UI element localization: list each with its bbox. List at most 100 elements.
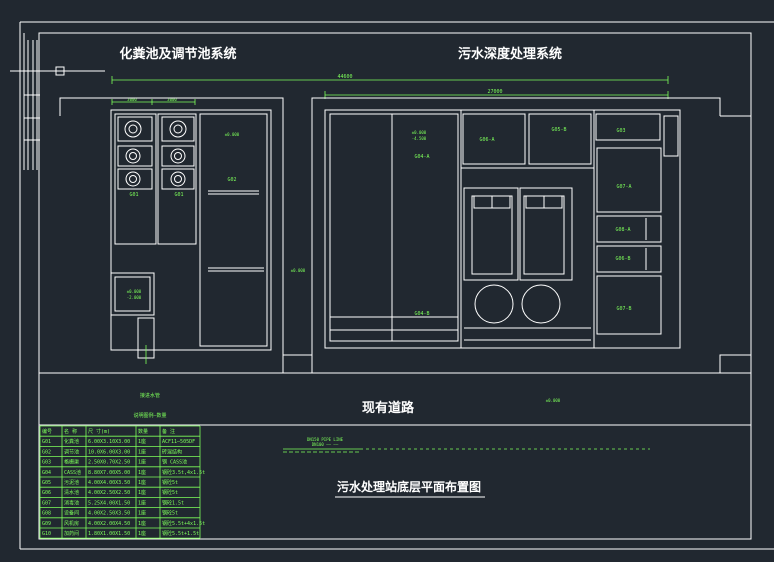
table-cell: 1座 [138,510,146,517]
table-cell: 1座 [138,520,146,527]
label-g01-right: G01 [174,192,183,198]
table-cell: G09 [42,521,51,527]
table-cell: 钢 CASS池 [162,459,187,466]
label-g08-a: G08-A [615,227,630,233]
table-cell: 2.50X0.70X2.50 [88,460,130,466]
table-cell: 钢砼5t [162,510,178,517]
table-cell: 砖混结构 [162,448,182,455]
g04a-elev-1: ±0.000 [412,130,427,135]
table-cell: G06 [42,490,51,496]
table-header-cell: 编号 [42,428,52,435]
table-cell: 1座 [138,499,146,506]
table-cell: 1座 [138,448,146,455]
cad-cursor-crosshair [10,33,105,170]
label-g07-a: G07-A [616,184,631,190]
table-cell: 风机房 [64,520,79,527]
table-cell: G01 [42,439,51,445]
right-system-building[interactable] [324,109,681,349]
table-cell: G05 [42,480,51,486]
table-header-cell: 备 注 [162,428,175,435]
label-g04-b: G04-B [414,311,429,317]
left-sub-dimensions: 3000 3000 [111,97,196,105]
g04a-elev-2: -4.500 [412,136,427,141]
road-label: 现有道路 [362,400,415,416]
inlet-note: 接进水管 [140,392,160,399]
table-cell: 钢砼5.5t+4x1.5t [162,520,205,527]
table-header-cell: 名 称 [64,428,77,435]
table-cell: 消毒池 [64,499,79,506]
table-cell: 设备间 [64,510,79,517]
table-cell: 1座 [138,459,146,466]
table-cell: 6.00X3.10X3.00 [88,439,130,445]
table-header-cell: 数量 [138,428,148,435]
table-cell: 钢砼5.5t+1.5t [162,530,199,537]
table-cell: G04 [42,470,51,476]
table-cell: CASS池 [64,469,81,476]
table-cell: 1座 [138,469,146,476]
table-cell: 格栅渠 [64,459,79,466]
table-cell: 加药间 [64,530,79,537]
table-cell: 化粪池 [64,438,79,445]
pipe-note-2: DN100 —— —— [312,442,339,447]
table-cell: 1座 [138,479,146,486]
pipe-legend: DN150 PIPE LINE DN100 —— —— [283,437,650,453]
table-cell: 8.80X7.00X5.00 [88,470,130,476]
table-cell: 1座 [138,489,146,496]
left-system-building[interactable] [110,109,272,351]
right-column-tanks [596,147,662,335]
table-cell: 钢砼1.5t [162,499,184,506]
label-g01-left: G01 [129,192,138,198]
sump-elev-1: ±0.000 [127,289,142,294]
legend-note: 说明图例—数量 [133,412,166,419]
site-elev-road: ±0.000 [546,398,561,403]
left-dim-b: 3000 [167,97,177,102]
tanks-upper-row [462,113,679,165]
left-system-title: 化粪池及调节池系统 [119,46,236,62]
label-g02-elev: ±0.000 [225,132,240,137]
table-cell: ACF11—505DF [162,439,195,445]
label-g04-a: G04-A [414,154,429,160]
table-cell: 钢砼5t [162,479,178,486]
label-g03: G03 [616,128,625,134]
table-header-cell: 尺 寸(m) [88,428,110,435]
table-cell: 钢砼3.5t,4x1.5t [162,469,205,476]
table-cell: 调节池 [64,448,79,455]
label-g05-b: G05-B [551,127,566,133]
overall-dimension: 44600 [111,74,669,84]
table-cell: 钢砼5t [162,489,178,496]
label-g06-a: G06-A [479,137,494,143]
table-cell: 污泥池 [64,479,79,486]
label-g02: G02 [227,177,236,183]
table-cell: G02 [42,449,51,455]
site-elev-mid: ±0.000 [291,268,306,273]
site-boundary [59,97,751,373]
table-cell: 1座 [138,438,146,445]
left-dim-a: 3000 [127,97,137,102]
drawing-frame [19,21,774,550]
septic-tank-units [117,116,195,190]
table-cell: 1座 [138,530,146,537]
table-cell: 4.00X4.00X3.50 [88,480,130,486]
equipment-schedule-table: 编号 名 称 尺 寸(m) 数量 备 注 G01 化粪池 6.00X3.10X3.00 1座 AC… [39,425,205,539]
table-cell: G08 [42,511,51,517]
lift-sump[interactable] [110,272,155,364]
overall-dimension-text: 44600 [337,74,352,80]
table-cell: G03 [42,460,51,466]
label-g07-b: G07-B [616,306,631,312]
label-g06-b: G06-B [615,256,630,262]
right-span-dimension-text: 27000 [487,89,502,95]
table-cell: 清水池 [64,489,79,496]
sump-elev-2: -2.000 [127,295,142,300]
table-cell: 4.00X2.50X3.50 [88,511,130,517]
table-cell: 5.25X4.00X1.50 [88,500,130,506]
right-system-title: 污水深度处理系统 [458,46,562,62]
table-cell: 4.00X2.00X4.50 [88,521,130,527]
drawing-title: 污水处理站底层平面布置图 [337,479,481,494]
table-cell: 10.0X6.00X3.00 [88,449,130,455]
table-cell: 4.00X2.50X2.50 [88,490,130,496]
table-cell: G10 [42,531,51,537]
clarifier-units [463,187,591,341]
table-cell: G07 [42,500,51,506]
pipe-note-1: DN150 PIPE LINE [307,437,344,442]
